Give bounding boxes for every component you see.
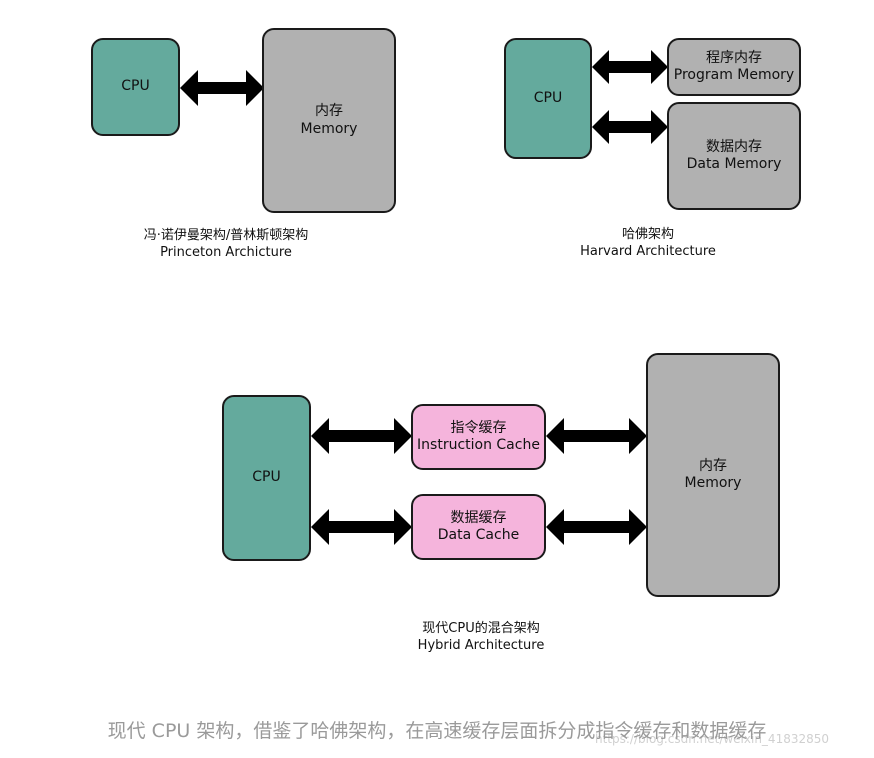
harvard-program-memory-box: 程序内存 Program Memory	[667, 38, 801, 96]
harvard-caption: 哈佛架构 Harvard Architecture	[558, 227, 738, 261]
hybrid-cpu-label: CPU	[252, 469, 281, 486]
harvard-caption-cn: 哈佛架构	[621, 227, 674, 242]
hybrid-data-cache-en: Data Cache	[437, 527, 520, 543]
princeton-cpu-memory-arrow	[180, 70, 264, 106]
hybrid-cpu-box: CPU	[222, 395, 311, 561]
harvard-cpu-label: CPU	[533, 89, 563, 106]
princeton-cpu-box: CPU	[91, 38, 180, 136]
harvard-data-memory-en: Data Memory	[686, 156, 782, 172]
hybrid-instruction-cache-box: 指令缓存 Instruction Cache	[411, 404, 546, 470]
princeton-memory-box: 内存 Memory	[262, 28, 396, 213]
harvard-data-memory-box: 数据内存 Data Memory	[667, 102, 801, 210]
hybrid-data-cache-cn: 数据缓存	[450, 509, 507, 526]
hybrid-memory-label-en: Memory	[684, 475, 742, 491]
princeton-memory-label-cn: 内存	[315, 103, 343, 119]
hybrid-data-cache-box: 数据缓存 Data Cache	[411, 494, 546, 560]
hybrid-instruction-cache-en: Instruction Cache	[417, 437, 540, 453]
harvard-cpu-box: CPU	[504, 38, 592, 159]
princeton-cpu-label: CPU	[121, 78, 150, 95]
hybrid-instruction-cache-memory-arrow	[546, 418, 647, 454]
princeton-caption: 冯·诺伊曼架构/普林斯顿架构 Princeton Archicture	[116, 228, 336, 262]
harvard-program-memory-cn: 程序内存	[706, 49, 762, 66]
harvard-program-memory-arrow	[592, 50, 668, 84]
hybrid-cpu-instruction-cache-arrow	[311, 418, 412, 454]
harvard-data-memory-arrow	[592, 110, 668, 144]
princeton-caption-cn: 冯·诺伊曼架构/普林斯顿架构	[143, 228, 309, 243]
hybrid-caption: 现代CPU的混合架构 Hybrid Architecture	[381, 621, 581, 655]
hybrid-data-cache-memory-arrow	[546, 509, 647, 545]
harvard-caption-en: Harvard Architecture	[580, 243, 716, 259]
princeton-memory-label-en: Memory	[300, 120, 358, 137]
harvard-program-memory-en: Program Memory	[673, 67, 795, 83]
hybrid-caption-cn: 现代CPU的混合架构	[422, 621, 540, 636]
hybrid-memory-box: 内存 Memory	[646, 353, 780, 597]
hybrid-instruction-cache-cn: 指令缓存	[450, 419, 507, 436]
hybrid-memory-label-cn: 内存	[699, 457, 727, 474]
hybrid-cpu-data-cache-arrow	[311, 509, 412, 545]
hybrid-caption-en: Hybrid Architecture	[417, 637, 545, 653]
footer-description: 现代 CPU 架构，借鉴了哈佛架构，在高速缓存层面拆分成指令缓存和数据缓存	[107, 720, 767, 742]
watermark: https://blog.csdn.net/weixin_41832850	[595, 732, 830, 746]
harvard-data-memory-cn: 数据内存	[706, 138, 762, 155]
princeton-caption-en: Princeton Archicture	[160, 244, 292, 260]
